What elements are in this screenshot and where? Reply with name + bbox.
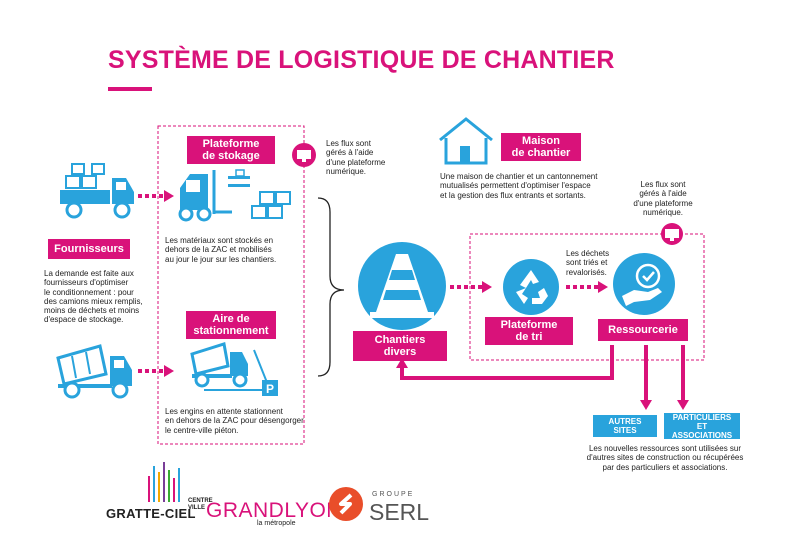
label-maison-chantier: Maison de chantier <box>501 133 581 161</box>
arrow-sorting-to-ressourcerie <box>566 281 608 293</box>
logo-grand-text: GRAND <box>206 499 285 522</box>
forklift-icon <box>178 169 291 222</box>
parking-letter: P <box>265 382 274 396</box>
label-plateforme-tri: Plateforme de tri <box>485 317 573 345</box>
label-plateforme-stokage: Plateforme de stokage <box>187 136 275 164</box>
delivery-truck-icon <box>60 163 134 219</box>
arrow-supplier-to-storage <box>138 190 174 202</box>
text-flux-ressourcerie: Les flux sont gérés à l'aide d'une plate… <box>633 180 693 217</box>
ressourcerie-hand-icon <box>613 253 675 315</box>
arrow-supplier-to-parking <box>138 365 174 377</box>
cement-truck-icon <box>56 344 132 399</box>
text-nouvelles-ressources: Les nouvelles ressources sont utilisées … <box>586 444 744 472</box>
house-icon <box>439 117 493 165</box>
label-aire-stationnement: Aire de stationnement <box>186 311 276 339</box>
text-fournisseurs: La demande est faite aux fournisseurs d'… <box>44 269 143 325</box>
label-particuliers: PARTICULIERS ET ASSOCIATIONS <box>664 413 740 440</box>
merge-bracket <box>317 197 345 377</box>
label-chantiers-divers: Chantiers divers <box>353 331 447 361</box>
title-underline <box>108 87 152 91</box>
arrow-sites-to-sorting <box>450 281 492 293</box>
label-ressourcerie: Ressourcerie <box>598 319 688 341</box>
logo-lyon-text: LYON <box>284 499 342 522</box>
logo-serl: SERL <box>369 499 430 525</box>
logo-gratte-ciel: GRATTE-CIEL <box>106 506 196 521</box>
parked-mixer-icon <box>190 342 278 396</box>
storage-zone-frame <box>157 125 305 445</box>
monitor-icon <box>292 143 316 167</box>
serl-logo-icon <box>329 487 363 521</box>
arrow-to-autres-sites <box>640 345 652 410</box>
label-autres-sites: AUTRES SITES <box>593 415 657 437</box>
gratte-ciel-bars-icon <box>148 462 180 502</box>
text-maison: Une maison de chantier et un cantonnemen… <box>440 172 598 200</box>
text-dechets: Les déchets sont triés et revalorisés. <box>566 249 610 277</box>
recycling-icon <box>503 259 559 315</box>
text-materiaux: Les matériaux sont stockés en dehors de … <box>165 236 277 264</box>
arrow-return-to-sites <box>396 345 614 380</box>
label-fournisseurs: Fournisseurs <box>48 239 130 259</box>
logo-gratte-ciel-sub: CENTRE VILLE <box>188 498 213 511</box>
recycling-zone-frame <box>469 233 705 361</box>
text-flux-stokage: Les flux sont gérés à l'aide d'une plate… <box>326 139 386 176</box>
logo-grandlyon: GRANDLYON <box>206 499 342 523</box>
logo-groupe: GROUPE <box>372 491 415 498</box>
page-title: SYSTÈME DE LOGISTIQUE DE CHANTIER <box>108 46 615 74</box>
text-engins: Les engins en attente stationnent en deh… <box>165 407 304 435</box>
arrow-to-particuliers <box>677 345 689 410</box>
monitor-icon-2 <box>661 223 683 245</box>
logo-metropole: la métropole <box>257 520 296 527</box>
traffic-cone-icon <box>358 242 446 330</box>
